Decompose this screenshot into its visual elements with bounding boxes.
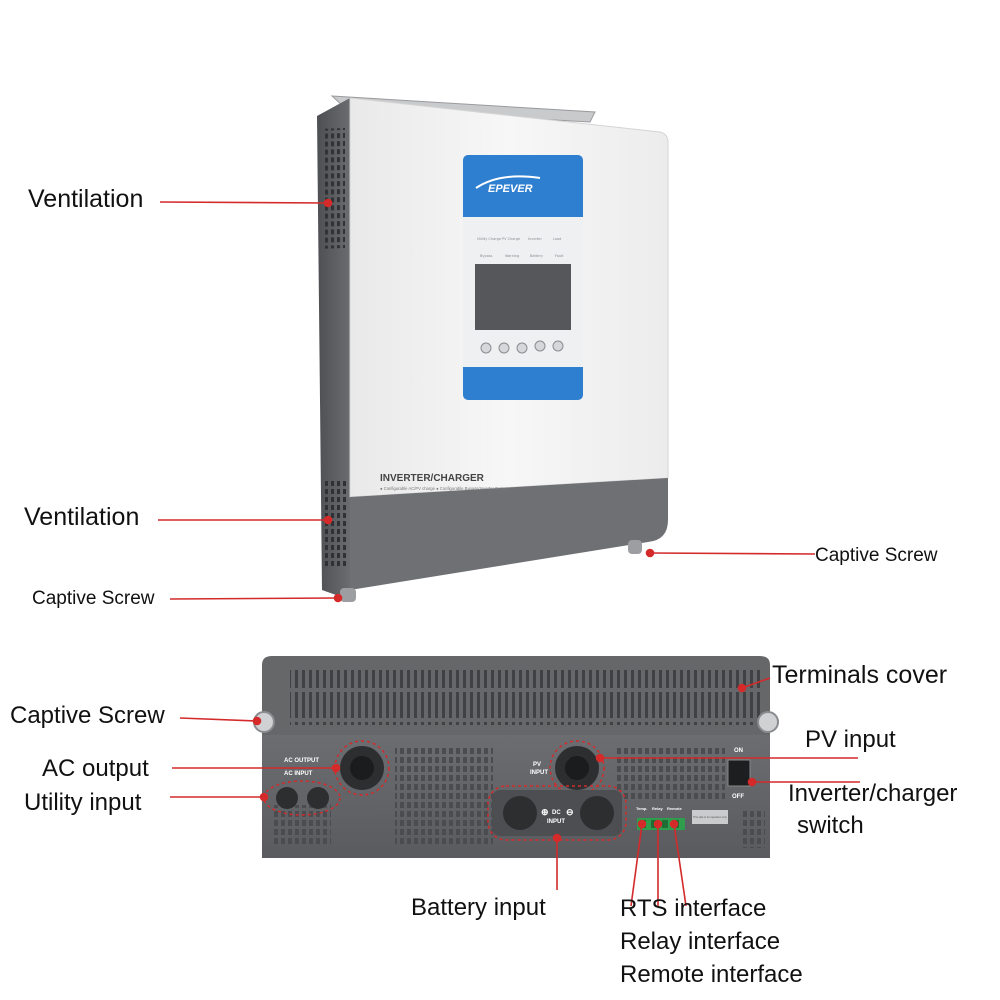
label-captive-screw-panel: Captive Screw	[10, 702, 165, 729]
label-relay-interface: Relay interface	[620, 928, 781, 955]
panel-pv-1: PV	[533, 762, 541, 768]
ac-input-socket-2	[307, 787, 329, 809]
captive-screw-right	[757, 711, 779, 733]
vent-grid-right	[740, 808, 765, 848]
panel-ac-input: AC INPUT	[284, 771, 313, 777]
panel-dc-2: INPUT	[547, 819, 565, 825]
panel-remote: Remote	[667, 806, 682, 811]
button-2	[498, 342, 510, 354]
cover-vents	[290, 670, 760, 725]
button-3	[516, 342, 528, 354]
leader-captive-panel	[179, 717, 258, 722]
foot-left	[340, 588, 356, 602]
leader-lines	[158, 198, 860, 907]
power-switch	[727, 759, 751, 787]
label-captive-screw-left: Captive Screw	[32, 588, 155, 609]
dc-terminal-negative	[580, 796, 614, 830]
indicator-label: Battery	[530, 254, 543, 258]
indicator-label: Fault	[555, 254, 564, 258]
label-battery-input: Battery input	[411, 894, 546, 921]
indicator-label: Utility Charge	[477, 237, 501, 241]
label-terminals-cover: Terminals cover	[772, 661, 948, 689]
leader-captive-right	[649, 552, 816, 555]
indicator-label: Warning	[505, 254, 519, 258]
brand-swoosh	[475, 175, 541, 189]
label-ventilation-bottom: Ventilation	[24, 503, 140, 531]
dc-input-highlight	[487, 785, 627, 841]
front-title: INVERTER/CHARGER	[380, 473, 485, 484]
front-bottom	[350, 478, 668, 590]
vent-grid-left	[273, 805, 331, 847]
front-subtitle: ● Configurable AC/PV charge ● Configurab…	[380, 486, 508, 491]
dc-terminal-positive	[503, 796, 537, 830]
panel-relay: Relay	[652, 806, 663, 811]
ac-input-socket-1	[276, 787, 298, 809]
panel-dc-plus: ⊕	[541, 807, 549, 817]
side-vent-bottom	[324, 478, 346, 568]
panel-pv-2: INPUT	[530, 770, 548, 776]
indicator-label: Load	[553, 237, 561, 241]
button-5	[552, 340, 564, 352]
leader-captive-left	[169, 597, 339, 600]
brand-logo: EPEVER	[488, 183, 533, 195]
leader-ventilation-top	[159, 201, 329, 204]
label-utility-input: Utility input	[24, 789, 142, 816]
sticker	[692, 810, 728, 824]
panel-off: OFF	[732, 794, 744, 800]
ac-input-highlight	[263, 780, 341, 816]
panel-temp: Temp.	[636, 806, 647, 811]
button-4	[534, 340, 546, 352]
panel-on: ON	[734, 748, 743, 754]
vent-grid-center	[395, 745, 493, 845]
panel-ac-output: AC OUTPUT	[284, 758, 319, 764]
indicator-label: PV Charge	[502, 237, 520, 241]
vent-grid-mid	[615, 745, 725, 800]
label-remote-interface: Remote interface	[620, 961, 803, 988]
inverter-front-view: Utility Charge PV Charge Inverter Load B…	[317, 95, 669, 602]
indicator-label: Inverter	[528, 237, 542, 241]
label-inverter-charger: Inverter/charger	[788, 780, 958, 807]
leader-remote	[673, 823, 687, 907]
panel-dc-minus: ⊖	[566, 807, 574, 817]
button-1	[480, 342, 492, 354]
label-captive-screw-right: Captive Screw	[815, 545, 938, 566]
label-switch: switch	[797, 812, 864, 839]
label-ventilation-top: Ventilation	[28, 185, 144, 213]
inverter-bottom-view: AC OUTPUT AC INPUT PV INPUT ⊕ DC ⊖ INPUT…	[253, 656, 779, 858]
lcd-screen	[475, 264, 571, 330]
label-pv-input: PV input	[805, 726, 896, 753]
indicator-label: Bypass	[480, 254, 493, 258]
leader-rts	[630, 823, 643, 907]
foot-right	[628, 540, 642, 554]
side-vent-top	[323, 127, 345, 249]
panel-sticker: This side is for operation only	[693, 815, 727, 819]
leader-terminals-cover	[741, 677, 771, 689]
label-ac-output: AC output	[42, 755, 149, 782]
panel-dc-1: DC	[552, 810, 561, 816]
label-rts-interface: RTS interface	[620, 895, 767, 922]
